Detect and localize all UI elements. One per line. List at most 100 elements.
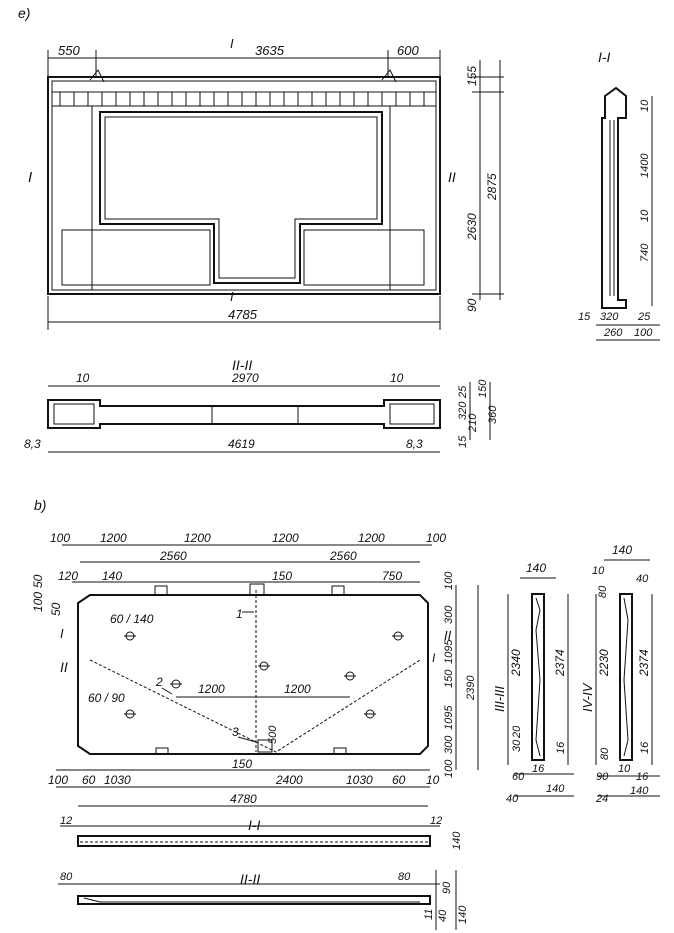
dim-550: 550 xyxy=(58,43,80,58)
part-b-bottom-dims: 150 100 60 1030 2400 1030 60 10 4780 xyxy=(48,757,440,807)
dim-600: 600 xyxy=(397,43,419,58)
part-b-section-III-III: 140 III-III 2340 2374 16 30 20 60 16 40 … xyxy=(492,561,574,805)
section-mark-right: II xyxy=(448,169,456,185)
b-sec-iii-2374: 2374 xyxy=(553,649,567,677)
b-dim-1200c: 1200 xyxy=(272,531,299,545)
b-hole-60-140: 60 / 140 xyxy=(110,612,154,626)
sec-ii-150: 150 xyxy=(477,379,489,398)
sec-ii-2970: 2970 xyxy=(231,371,259,385)
section-mark-bottom: I xyxy=(230,289,234,304)
b-r-1095b: 1095 xyxy=(443,705,455,730)
b-sec-iv-40: 40 xyxy=(636,573,649,585)
b-sec-i-12b: 12 xyxy=(430,815,442,827)
b-sec-iii-16a: 16 xyxy=(555,741,567,754)
b-r-150: 150 xyxy=(443,669,455,688)
b-sec-iii-140b: 140 xyxy=(546,783,565,795)
part-b-top-dims: 100 1200 1200 1200 1200 100 2560 2560 12… xyxy=(31,531,446,616)
part-b-section-I-I: I-I 12 12 140 xyxy=(60,815,463,850)
b-section-mark-I-right: I xyxy=(432,651,436,665)
b-dim-120: 120 xyxy=(58,569,78,583)
sec-ii-320: 320 xyxy=(457,401,469,420)
sec-i-320: 320 xyxy=(600,311,619,323)
b-dim-100-left: 100 xyxy=(31,592,45,612)
part-a-section-II-II: II-II 10 2970 10 8,3 4619 8,3 25 150 320… xyxy=(24,357,499,453)
b-center-1200a: 1200 xyxy=(198,682,225,696)
callout-2: 2 xyxy=(155,675,163,689)
sec-ii-360: 360 xyxy=(487,405,499,424)
b-sec-iv-80a: 80 xyxy=(597,585,609,598)
b-dim-100b: 100 xyxy=(426,531,446,545)
b-r-100a: 100 xyxy=(443,571,455,590)
dim-2875: 2875 xyxy=(485,173,499,201)
b-dim-2560a: 2560 xyxy=(159,549,187,563)
b-sec-i-title: I-I xyxy=(248,817,261,833)
b-b-2400: 2400 xyxy=(275,773,303,787)
b-sec-iv-title: IV-IV xyxy=(580,682,595,712)
sec-i-740: 740 xyxy=(639,243,651,262)
b-sec-iv-140: 140 xyxy=(612,543,632,557)
sec-i-10a: 10 xyxy=(639,99,651,112)
part-a-section-I-I: I-I 10 1400 10 740 25 15 320 260 100 xyxy=(578,49,660,341)
b-dim-2560b: 2560 xyxy=(329,549,357,563)
section-mark-top: I xyxy=(230,36,234,51)
b-section-mark-I-left: I xyxy=(60,626,64,641)
sec-i-25: 25 xyxy=(637,311,651,323)
b-sec-iv-2230: 2230 xyxy=(597,649,611,677)
b-sec-iv-140b: 140 xyxy=(630,785,649,797)
part-b-section-II-II: II-II 80 80 90 11 40 140 xyxy=(58,870,469,930)
b-sec-iii-title: III-III xyxy=(492,686,507,712)
b-sec-iv-10b: 10 xyxy=(618,763,631,775)
b-dim-140: 140 xyxy=(102,569,122,583)
b-sec-iii-30: 30 xyxy=(511,739,523,752)
b-sec-ii-11: 11 xyxy=(423,909,435,920)
b-sec-iii-40: 40 xyxy=(506,793,519,805)
part-a-top-dims: 550 3635 600 I xyxy=(47,36,441,78)
b-sec-ii-40: 40 xyxy=(437,909,449,922)
part-a-right-dims: 155 2630 90 2875 xyxy=(465,60,504,312)
b-sec-ii-80a: 80 xyxy=(60,871,73,883)
part-a-label: e) xyxy=(18,5,30,21)
b-b-60b: 60 xyxy=(392,773,406,787)
section-II-II-title: II-II xyxy=(232,357,252,373)
b-sec-iv-90: 90 xyxy=(596,771,609,783)
panel-a-elevation xyxy=(47,69,441,295)
sec-i-10b: 10 xyxy=(639,209,651,222)
b-center-500: 500 xyxy=(267,725,279,744)
b-total-4780: 4780 xyxy=(230,792,257,806)
b-dim-100a: 100 xyxy=(50,531,70,545)
sec-ii-10a: 10 xyxy=(76,371,90,385)
b-hole-60-90: 60 / 90 xyxy=(88,691,125,705)
callout-3: 3 xyxy=(232,725,239,739)
b-r-300b: 300 xyxy=(443,735,455,754)
b-sec-iv-16a: 16 xyxy=(639,741,651,754)
b-sec-iv-80b: 80 xyxy=(599,747,611,760)
sec-i-1400: 1400 xyxy=(639,153,651,178)
sec-ii-210: 210 xyxy=(467,413,479,433)
b-sec-iii-16b: 16 xyxy=(532,763,545,775)
sec-ii-10b: 10 xyxy=(390,371,404,385)
b-dim-50b: 50 xyxy=(49,602,63,616)
b-dim-1200d: 1200 xyxy=(358,531,385,545)
part-a-bottom-dims: 4785 I I II xyxy=(28,169,456,330)
b-r-300a: 300 xyxy=(443,605,455,624)
b-sec-i-140: 140 xyxy=(451,831,463,850)
b-sec-ii-title: II-II xyxy=(240,871,260,887)
b-sec-ii-90: 90 xyxy=(441,881,453,894)
dim-90: 90 xyxy=(465,298,479,312)
dim-3635: 3635 xyxy=(255,43,285,58)
b-b-100: 100 xyxy=(48,773,68,787)
b-r-1095a: 1095 xyxy=(443,639,455,664)
part-b-section-IV-IV: 10 140 80 40 2230 IV-IV 2374 80 16 90 10… xyxy=(580,543,660,805)
b-b-1030a: 1030 xyxy=(104,773,131,787)
b-sec-iii-2340: 2340 xyxy=(509,649,523,677)
b-section-mark-II-left: II xyxy=(60,659,68,675)
sec-ii-83a: 8,3 xyxy=(24,437,41,451)
sec-i-260: 260 xyxy=(603,327,623,339)
panel-b-plan: 1200 1200 500 60 / 140 60 / 90 1 2 3 I I… xyxy=(60,583,452,755)
dim-4785: 4785 xyxy=(228,307,258,322)
part-b-label: b) xyxy=(34,497,46,513)
b-sec-iv-16b: 16 xyxy=(636,771,649,783)
sec-ii-15: 15 xyxy=(457,435,469,448)
sec-ii-25: 25 xyxy=(457,385,469,399)
